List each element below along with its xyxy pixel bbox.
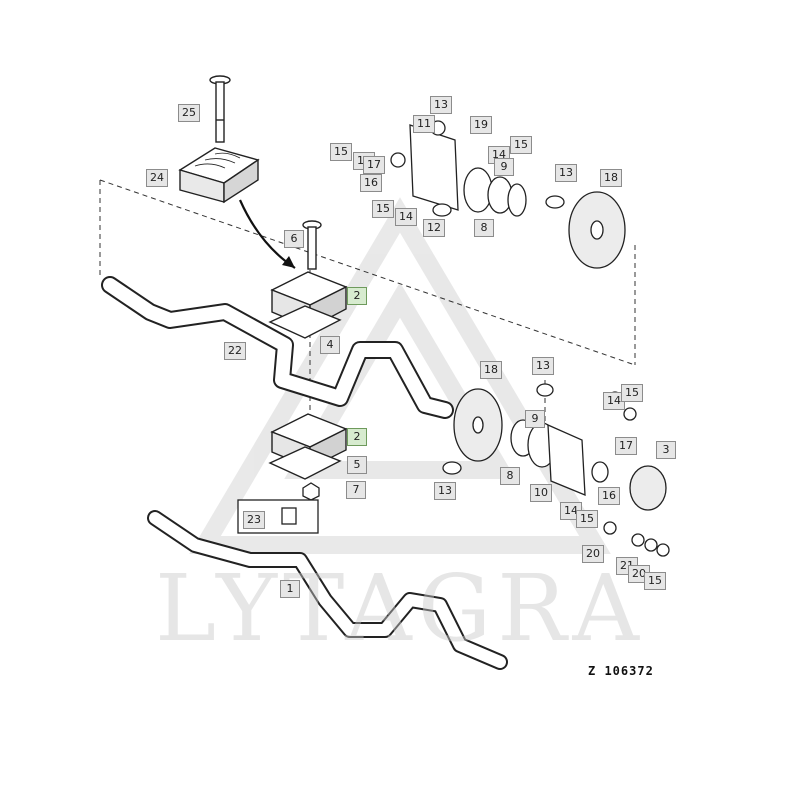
part-callout-17[interactable]: 17 xyxy=(363,156,385,174)
part-callout-18[interactable]: 18 xyxy=(480,361,502,379)
nut-part xyxy=(302,482,320,501)
part-callout-16[interactable]: 16 xyxy=(598,487,620,505)
part-callout-15[interactable]: 15 xyxy=(644,572,666,590)
part-callout-6[interactable]: 6 xyxy=(284,230,304,248)
part-callout-13[interactable]: 13 xyxy=(430,96,452,114)
part-callout-11[interactable]: 11 xyxy=(413,115,435,133)
part-callout-9[interactable]: 9 xyxy=(525,410,545,428)
part-callout-13[interactable]: 13 xyxy=(532,357,554,375)
part-callout-19[interactable]: 19 xyxy=(470,116,492,134)
part-callout-14[interactable]: 14 xyxy=(395,208,417,226)
part-callout-15[interactable]: 15 xyxy=(372,200,394,218)
part-callout-9[interactable]: 9 xyxy=(494,158,514,176)
part-callout-4[interactable]: 4 xyxy=(320,336,340,354)
crankshaft-1-inner xyxy=(149,512,506,668)
crankshaft-22-inner xyxy=(103,278,452,417)
part-callout-5[interactable]: 5 xyxy=(347,456,367,474)
part-callout-2[interactable]: 2 xyxy=(347,287,367,305)
wood-block-upper xyxy=(268,271,348,339)
part-callout-23[interactable]: 23 xyxy=(243,511,265,529)
part-callout-15[interactable]: 15 xyxy=(510,136,532,154)
part-callout-2[interactable]: 2 xyxy=(347,428,367,446)
part-callout-8[interactable]: 8 xyxy=(474,219,494,237)
short-bolt-part xyxy=(302,220,322,270)
lower-bearing-assembly xyxy=(442,383,670,557)
part-callout-17[interactable]: 17 xyxy=(615,437,637,455)
part-callout-25[interactable]: 25 xyxy=(178,104,200,122)
part-callout-20[interactable]: 20 xyxy=(582,545,604,563)
assembly-arrow-head xyxy=(282,256,295,268)
part-callout-12[interactable]: 12 xyxy=(423,219,445,237)
part-callout-10[interactable]: 10 xyxy=(530,484,552,502)
part-callout-22[interactable]: 22 xyxy=(224,342,246,360)
part-callout-3[interactable]: 3 xyxy=(656,441,676,459)
wood-block-24 xyxy=(178,147,260,204)
part-callout-13[interactable]: 13 xyxy=(434,482,456,500)
part-callout-15[interactable]: 15 xyxy=(576,510,598,528)
wood-block-lower xyxy=(268,413,348,480)
long-bolt-part xyxy=(209,75,231,143)
clamp-part xyxy=(281,507,297,525)
part-callout-7[interactable]: 7 xyxy=(346,481,366,499)
part-callout-14[interactable]: 14 xyxy=(603,392,625,410)
part-callout-15[interactable]: 15 xyxy=(621,384,643,402)
drawing-reference-number: Z 106372 xyxy=(588,664,654,678)
part-callout-15[interactable]: 15 xyxy=(330,143,352,161)
part-callout-1[interactable]: 1 xyxy=(280,580,300,598)
part-callout-16[interactable]: 16 xyxy=(360,174,382,192)
part-callout-24[interactable]: 24 xyxy=(146,169,168,187)
part-callout-13[interactable]: 13 xyxy=(555,164,577,182)
part-callout-8[interactable]: 8 xyxy=(500,467,520,485)
upper-bearing-assembly xyxy=(390,120,626,269)
part-callout-18[interactable]: 18 xyxy=(600,169,622,187)
